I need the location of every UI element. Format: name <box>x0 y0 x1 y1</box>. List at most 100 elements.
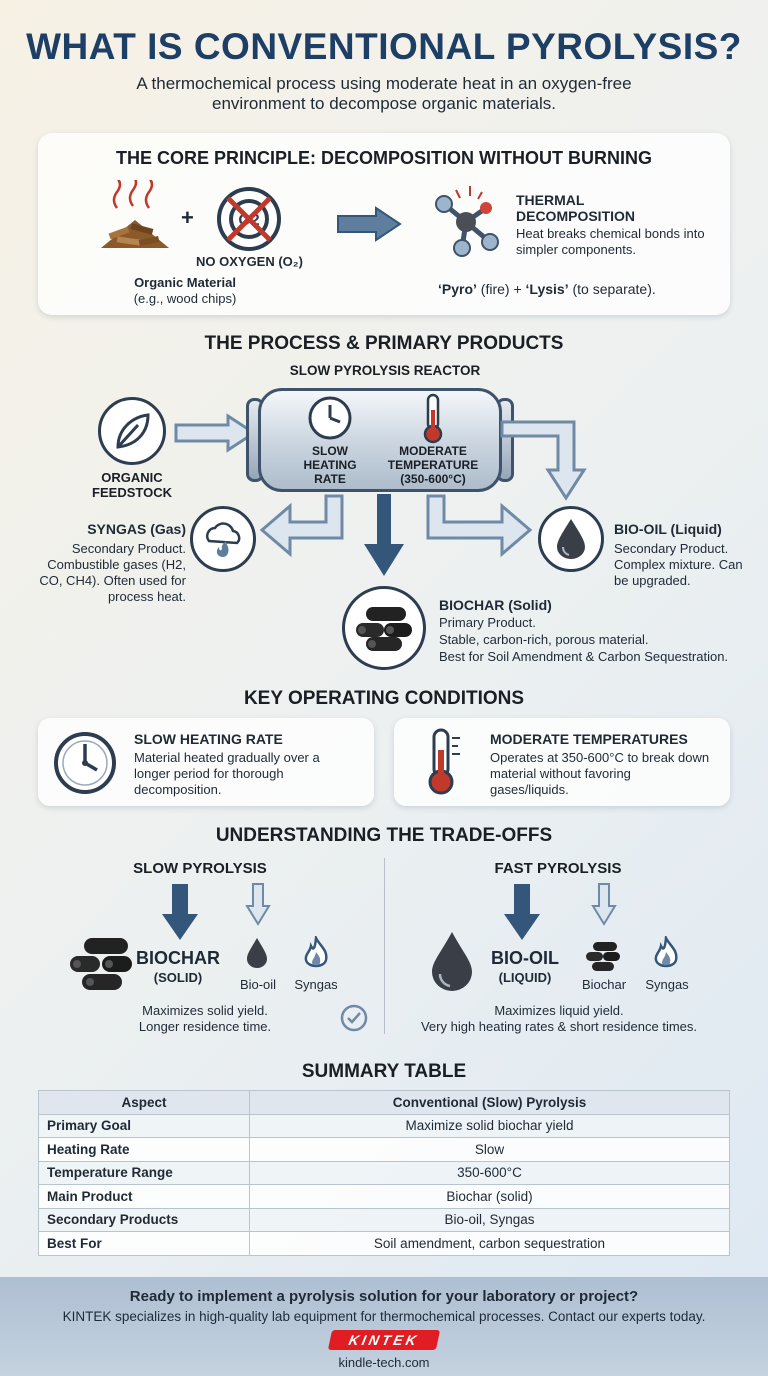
row-aspect: Heating Rate <box>38 1137 250 1162</box>
biochar-line-3: Best for Soil Amendment & Carbon Sequest… <box>439 649 729 664</box>
summary-header-row: Aspect Conventional (Slow) Pyrolysis <box>38 1090 730 1115</box>
tradeoffs-heading: UNDERSTANDING THE TRADE-OFFS <box>215 825 553 846</box>
right-arrow-icon <box>337 206 402 242</box>
row-value: Slow <box>249 1137 730 1162</box>
organic-material-example: (e.g., wood chips) <box>133 291 237 306</box>
condition-card-temperature <box>394 718 730 806</box>
fast-main-product: BIO-OIL <box>491 948 559 968</box>
bio-oil-arrow <box>426 494 532 558</box>
moderate-temp-label: MODERATE TEMPERATURE <box>387 444 479 472</box>
bio-oil-type: (Liquid) <box>666 521 722 537</box>
page-subtitle: A thermochemical process using moderate … <box>136 74 632 113</box>
condition-temperature-title: MODERATE TEMPERATURES <box>490 731 688 747</box>
summary-col-value: Conventional (Slow) Pyrolysis <box>249 1090 730 1115</box>
row-aspect: Secondary Products <box>38 1207 250 1232</box>
pyro-word: ‘Pyro’ <box>438 281 477 297</box>
biochar-title: BIOCHAR <box>439 597 505 613</box>
syngas-type: (Gas) <box>146 521 186 537</box>
syngas-title: SYNGAS <box>87 521 147 537</box>
thermometer-icon <box>423 393 443 444</box>
bio-oil-text: Secondary Product. Complex mixture. Can … <box>614 541 743 588</box>
summary-table-wrap: Aspect Conventional (Slow) Pyrolysis Pri… <box>38 1090 730 1256</box>
row-aspect: Primary Goal <box>38 1113 250 1138</box>
biochar-icon <box>342 586 426 670</box>
row-value: Soil amendment, carbon sequestration <box>249 1231 730 1256</box>
slow-biochar-icon <box>70 938 132 990</box>
core-principle-heading: THE CORE PRINCIPLE: DECOMPOSITION WITHOU… <box>115 148 652 168</box>
thermal-decomposition-text: Heat breaks chemical bonds into simpler … <box>516 226 705 257</box>
row-value: Bio-oil, Syngas <box>249 1207 730 1232</box>
fast-main-arrow <box>504 884 540 940</box>
temp-range-label: (350-600°C) <box>400 472 466 486</box>
temperature-thermometer-icon <box>428 728 460 795</box>
fast-bio-oil-icon <box>432 932 472 991</box>
slow-main-product-state: (SOLID) <box>153 970 203 985</box>
tradeoffs-divider <box>384 858 385 1034</box>
conditions-heading: KEY OPERATING CONDITIONS <box>243 688 525 709</box>
fast-main-product-state: (LIQUID) <box>498 970 552 985</box>
fast-syngas-flame-icon <box>654 936 678 968</box>
no-oxygen-icon: O2 <box>217 187 281 251</box>
condition-heating-text: Material heated gradually over a longer … <box>134 750 320 797</box>
leaf-icon <box>98 397 166 465</box>
clock-icon <box>308 396 352 440</box>
biochar-line-1: Primary Product. <box>439 615 536 630</box>
process-heading: THE PROCESS & PRIMARY PRODUCTS <box>204 333 564 354</box>
slow-minor-arrow <box>245 883 271 926</box>
thermal-decomposition-title: THERMAL DECOMPOSITION <box>516 192 636 224</box>
no-oxygen-label: NO OXYGEN (O₂) <box>196 254 303 269</box>
summary-table: Aspect Conventional (Slow) Pyrolysis Pri… <box>38 1090 730 1256</box>
biochar-line-2: Stable, carbon-rich, porous material. <box>439 632 649 647</box>
molecule-icon <box>435 186 499 257</box>
footer-text: KINTEK specializes in high-quality lab e… <box>62 1309 706 1324</box>
kintek-logo[interactable]: KINTEK <box>327 1330 441 1350</box>
syngas-text: Secondary Product. Combustible gases (H2… <box>39 541 186 604</box>
plus-sign: + <box>181 205 194 230</box>
heating-clock-icon <box>54 732 116 794</box>
fast-text-1: Maximizes liquid yield. <box>494 1003 624 1018</box>
row-aspect: Temperature Range <box>38 1160 250 1185</box>
slow-pyrolysis-reactor <box>258 388 502 492</box>
row-aspect: Main Product <box>38 1184 250 1209</box>
biochar-title-line: BIOCHAR (Solid) <box>439 597 552 613</box>
feed-arrow <box>174 413 256 453</box>
condition-heating-title: SLOW HEATING RATE <box>134 731 283 747</box>
slow-minor-syngas: Syngas <box>294 977 338 992</box>
footer-headline: Ready to implement a pyrolysis solution … <box>129 1288 639 1305</box>
slow-main-arrow <box>162 884 198 940</box>
row-value: 350-600°C <box>249 1160 730 1185</box>
syngas-cloud-icon <box>190 506 256 572</box>
organic-material-title: Organic Material <box>134 275 236 290</box>
condition-temperature-text: Operates at 350-600°C to break down mate… <box>490 750 710 797</box>
pyro-meaning: (fire) + <box>476 281 526 297</box>
feedstock-label: ORGANIC FEEDSTOCK <box>92 470 172 500</box>
slow-pyrolysis-title: SLOW PYROLYSIS <box>133 860 267 877</box>
footer-url-link[interactable]: kindle-tech.com <box>338 1355 430 1370</box>
row-value: Biochar (solid) <box>249 1184 730 1209</box>
lysis-meaning: (to separate). <box>568 281 656 297</box>
syngas-arrow <box>260 494 344 558</box>
biochar-arrow <box>364 494 404 576</box>
wood-chips-icon <box>101 180 169 248</box>
slow-text-1: Maximizes solid yield. <box>142 1003 268 1018</box>
slow-syngas-flame-icon <box>304 936 328 968</box>
bio-oil-drop-icon <box>538 506 604 572</box>
bio-oil-title-line: BIO-OIL (Liquid) <box>614 521 722 537</box>
bio-oil-top-arrow <box>500 420 587 501</box>
row-value: Maximize solid biochar yield <box>249 1113 730 1138</box>
fast-minor-biochar: Biochar <box>581 977 627 992</box>
syngas-title-line: SYNGAS (Gas) <box>30 521 186 537</box>
reactor-label: SLOW PYROLYSIS REACTOR <box>289 363 481 378</box>
slow-heating-label: SLOW HEATING RATE <box>303 444 357 486</box>
page-title: WHAT IS CONVENTIONAL PYROLYSIS? <box>26 26 742 67</box>
summary-col-aspect: Aspect <box>38 1090 250 1115</box>
footer-banner <box>0 1277 768 1376</box>
slow-minor-bio-oil: Bio-oil <box>239 977 277 992</box>
fast-biochar-icon <box>586 942 620 971</box>
